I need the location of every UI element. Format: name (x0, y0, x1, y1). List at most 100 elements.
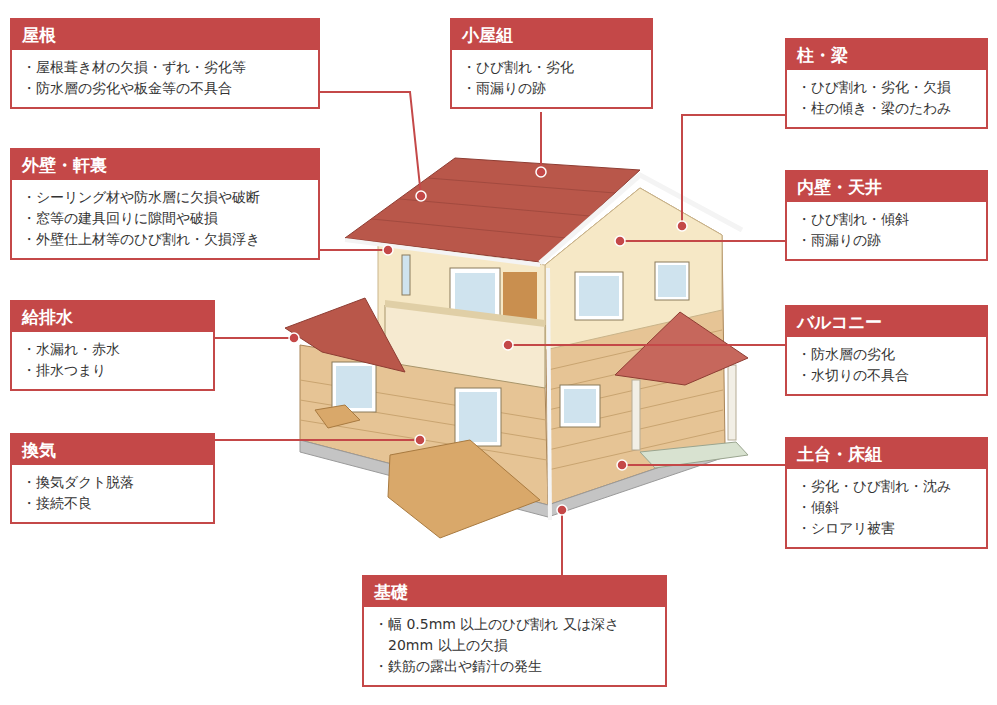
callout-body: ・ひび割れ・劣化・雨漏りの跡 (452, 50, 651, 107)
callout-body: ・ひび割れ・劣化・欠損・柱の傾き・梁のたわみ (787, 70, 986, 127)
leader-line (215, 439, 420, 441)
leader-dot (383, 245, 393, 255)
callout-item: ・接続不良 (22, 493, 203, 514)
leader-dots (289, 167, 687, 515)
callout-heading: バルコニー (787, 307, 986, 337)
siding (300, 400, 546, 440)
main-roof (345, 158, 640, 262)
roof-line (428, 178, 615, 193)
callout-item: ・窓等の建具回りに隙間や破損 (22, 208, 308, 229)
callout-item: ・シーリング材や防水層に欠損や破断 (22, 187, 308, 208)
callout-body: ・換気ダクト脱落・接続不良 (12, 465, 213, 522)
leader-line (508, 344, 785, 346)
callout-item: ・ひび割れ・劣化・欠損 (797, 77, 976, 98)
callout-box: バルコニー・防水層の劣化・水切りの不具合 (785, 305, 988, 396)
roof-line (400, 199, 590, 216)
callout-heading: 基礎 (364, 577, 665, 607)
gutter (345, 240, 540, 265)
callout-box: 小屋組・ひび割れ・劣化・雨漏りの跡 (450, 18, 653, 109)
leader-line (320, 249, 388, 251)
callout-item: ・傾斜 (797, 497, 976, 518)
roof-line (372, 219, 566, 238)
callout-item: ・水漏れ・赤水 (22, 339, 203, 360)
deck (388, 440, 540, 538)
callout-heading: 内壁・天井 (787, 172, 986, 202)
callout-body: ・ひび割れ・傾斜・雨漏りの跡 (787, 202, 986, 259)
callout-item: ・シロアリ被害 (797, 518, 976, 539)
leader-dot (617, 460, 627, 470)
callout-body: ・シーリング材や防水層に欠損や破断・窓等の建具回りに隙間や破損・外壁仕上材等のひ… (12, 180, 318, 258)
window (332, 362, 376, 412)
callout-heading: 外壁・軒裏 (12, 150, 318, 180)
callout-box: 柱・梁・ひび割れ・劣化・欠損・柱の傾き・梁のたわみ (785, 38, 988, 129)
leader-line (540, 112, 542, 172)
entrance-roof (615, 312, 748, 385)
leader-dot (615, 236, 625, 246)
window (575, 272, 623, 320)
window-glass (579, 276, 619, 316)
callout-item: ・防水層の劣化や板金等の不具合 (22, 78, 308, 99)
callout-body: ・防水層の劣化・水切りの不具合 (787, 337, 986, 394)
callout-box: 内壁・天井・ひび割れ・傾斜・雨漏りの跡 (785, 170, 988, 261)
leader-line (561, 510, 563, 575)
leader-line (320, 92, 421, 196)
window (655, 262, 689, 300)
callout-heading: 屋根 (12, 20, 318, 50)
callout-item: ・防水層の劣化 (797, 344, 976, 365)
callout-body: ・劣化・ひび割れ・沈み・傾斜・シロアリ被害 (787, 469, 986, 547)
leader-line (215, 337, 294, 339)
callout-heading: 土台・床組 (787, 439, 986, 469)
window-glass (336, 366, 372, 408)
callout-item: ・雨漏りの跡 (462, 78, 641, 99)
callout-body: ・幅 0.5mm 以上のひび割れ 又は深さ 20mm 以上の欠損・鉄筋の露出や錆… (364, 607, 665, 685)
window-glass (658, 265, 686, 297)
window-glass (564, 389, 596, 423)
callout-body: ・水漏れ・赤水・排水つまり (12, 332, 213, 389)
callout-item: ・外壁仕上材等のひび割れ・欠損浮き (22, 229, 308, 250)
callout-item: ・劣化・ひび割れ・沈み (797, 476, 976, 497)
callout-heading: 柱・梁 (787, 40, 986, 70)
callout-body: ・屋根葺き材の欠損・ずれ・劣化等・防水層の劣化や板金等の不具合 (12, 50, 318, 107)
leader-dot (416, 191, 426, 201)
porch-post (632, 380, 640, 450)
callout-heading: 換気 (12, 435, 213, 465)
callout-item: ・水切りの不具合 (797, 365, 976, 386)
callout-heading: 小屋組 (452, 20, 651, 50)
callout-box: 屋根・屋根葺き材の欠損・ずれ・劣化等・防水層の劣化や板金等の不具合 (10, 18, 320, 109)
callout-item: ・幅 0.5mm 以上のひび割れ 又は深さ 20mm 以上の欠損 (374, 614, 655, 656)
callout-box: 土台・床組・劣化・ひび割れ・沈み・傾斜・シロアリ被害 (785, 437, 988, 549)
porch-post (728, 365, 736, 440)
balcony-top (385, 300, 545, 327)
callout-item: ・換気ダクト脱落 (22, 472, 203, 493)
leader-dot (503, 340, 513, 350)
leader-dot (677, 221, 687, 231)
porch-roof (285, 298, 405, 372)
leader-dot (557, 505, 567, 515)
leader-line (620, 240, 785, 242)
callout-box: 外壁・軒裏・シーリング材や防水層に欠損や破断・窓等の建具回りに隙間や破損・外壁仕… (10, 148, 320, 260)
leader-line (682, 115, 785, 226)
leader-line (622, 464, 785, 466)
small-window (402, 255, 410, 295)
downpipe (548, 268, 550, 520)
callout-box: 換気・換気ダクト脱落・接続不良 (10, 433, 215, 524)
callout-item: ・排水つまり (22, 360, 203, 381)
callout-box: 基礎・幅 0.5mm 以上のひび割れ 又は深さ 20mm 以上の欠損・鉄筋の露出… (362, 575, 667, 687)
gable-trim (540, 175, 742, 263)
callout-item: ・ひび割れ・劣化 (462, 57, 641, 78)
callout-item: ・柱の傾き・梁のたわみ (797, 98, 976, 119)
window (560, 385, 600, 427)
leader-dot (536, 167, 546, 177)
callout-item: ・屋根葺き材の欠損・ずれ・劣化等 (22, 57, 308, 78)
callout-item: ・鉄筋の露出や錆汁の発生 (374, 656, 655, 677)
window (455, 388, 501, 446)
callout-heading: 給排水 (12, 302, 213, 332)
window-glass (459, 392, 497, 442)
callout-item: ・雨漏りの跡 (797, 230, 976, 251)
leader-dot (415, 435, 425, 445)
callout-item: ・ひび割れ・傾斜 (797, 209, 976, 230)
leader-dot (289, 333, 299, 343)
callout-box: 給排水・水漏れ・赤水・排水つまり (10, 300, 215, 391)
step (315, 405, 360, 428)
